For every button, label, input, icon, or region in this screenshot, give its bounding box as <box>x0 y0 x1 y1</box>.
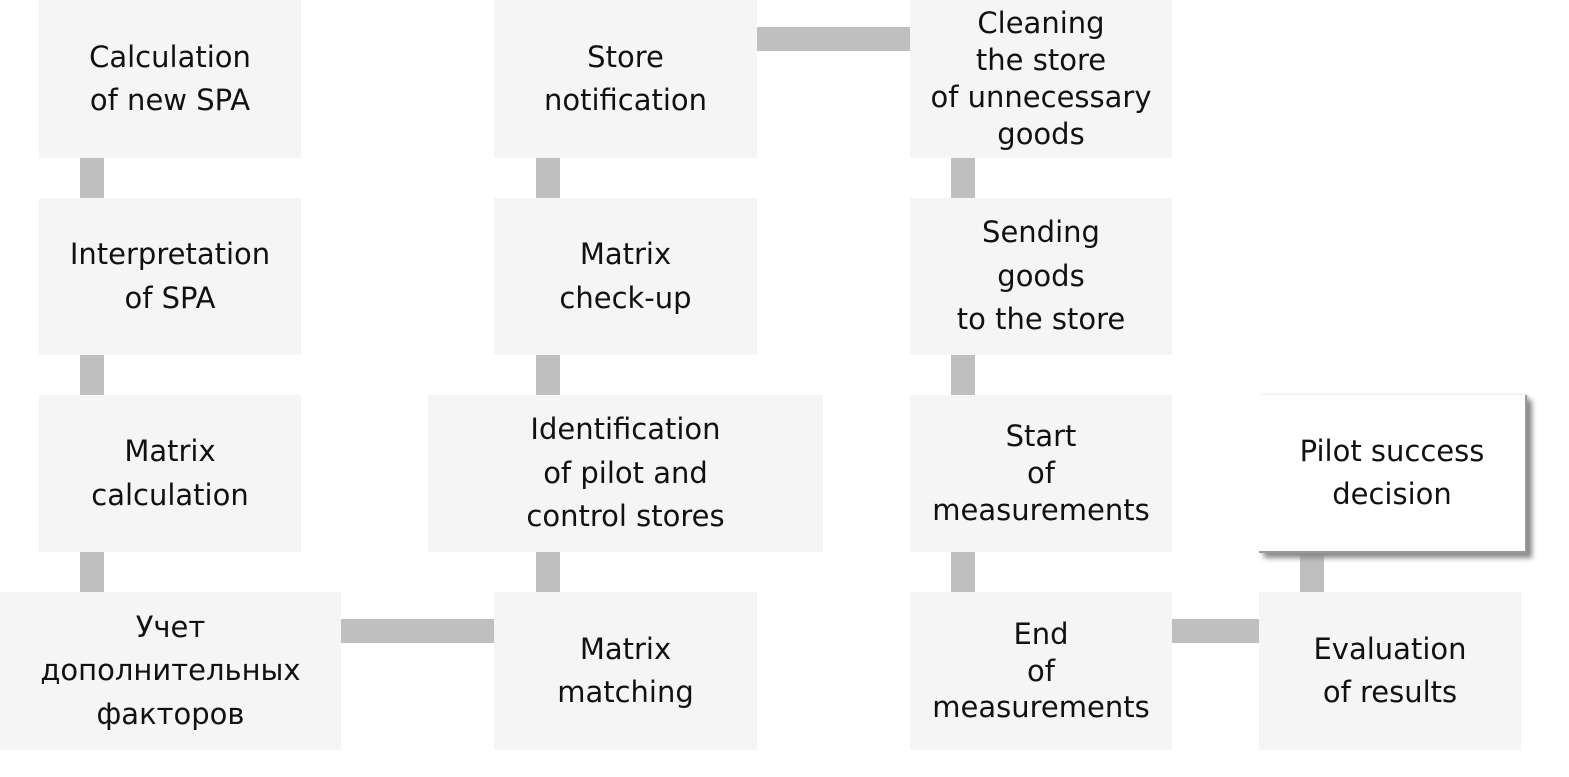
node-label: Matrix matching <box>557 631 694 710</box>
connector-matching-identification <box>536 552 560 592</box>
connector-sending-start <box>951 355 975 395</box>
node-label: Pilot success decision <box>1299 433 1485 512</box>
node-label: Matrix check-up <box>559 237 692 315</box>
connector-factors-matching <box>341 619 494 643</box>
connector-interp-matrixcalc <box>80 355 104 395</box>
node-end-measurements: End of measurements <box>910 592 1172 750</box>
node-label: Calculation of new SPA <box>89 39 251 118</box>
node-evaluation-results: Evaluation of results <box>1259 592 1521 750</box>
connector-cleaning-sending <box>951 158 975 198</box>
node-store-notification: Store notification <box>494 0 757 158</box>
node-sending-goods: Sending goods to the store <box>910 198 1172 355</box>
node-start-measurements: Start of measurements <box>910 395 1172 552</box>
connector-notification-cleaning <box>757 27 910 51</box>
node-label: Учет дополнительных факторов <box>40 609 301 731</box>
node-matrix-calculation: Matrix calculation <box>39 395 301 552</box>
connector-matrixcalc-factors <box>80 552 104 592</box>
connector-checkup-notification <box>536 158 560 198</box>
node-pilot-success-decision: Pilot success decision <box>1259 395 1527 553</box>
node-label: Evaluation of results <box>1313 631 1467 710</box>
node-additional-factors: Учет дополнительных факторов <box>0 592 341 750</box>
node-calculation-new-spa: Calculation of new SPA <box>39 0 301 158</box>
node-cleaning-store: Cleaning the store of unnecessary goods <box>910 0 1172 158</box>
node-matrix-checkup: Matrix check-up <box>494 198 757 355</box>
node-matrix-matching: Matrix matching <box>494 592 757 750</box>
connector-calc-interp <box>80 158 104 198</box>
node-label: Identification of pilot and control stor… <box>526 412 725 534</box>
node-label: Start of measurements <box>932 419 1150 527</box>
node-label: End of measurements <box>932 616 1150 725</box>
node-identification-stores: Identification of pilot and control stor… <box>428 395 823 552</box>
node-label: Cleaning the store of unnecessary goods <box>930 6 1152 151</box>
connector-start-end <box>951 552 975 592</box>
node-label: Matrix calculation <box>91 434 249 512</box>
node-label: Interpretation of SPA <box>69 237 271 315</box>
node-label: Sending goods to the store <box>956 215 1126 337</box>
connector-identification-checkup <box>536 355 560 395</box>
node-label: Store notification <box>543 39 708 118</box>
connector-evaluation-pilot <box>1300 552 1324 592</box>
connector-end-evaluation <box>1172 619 1259 643</box>
node-interpretation-spa: Interpretation of SPA <box>39 198 301 355</box>
